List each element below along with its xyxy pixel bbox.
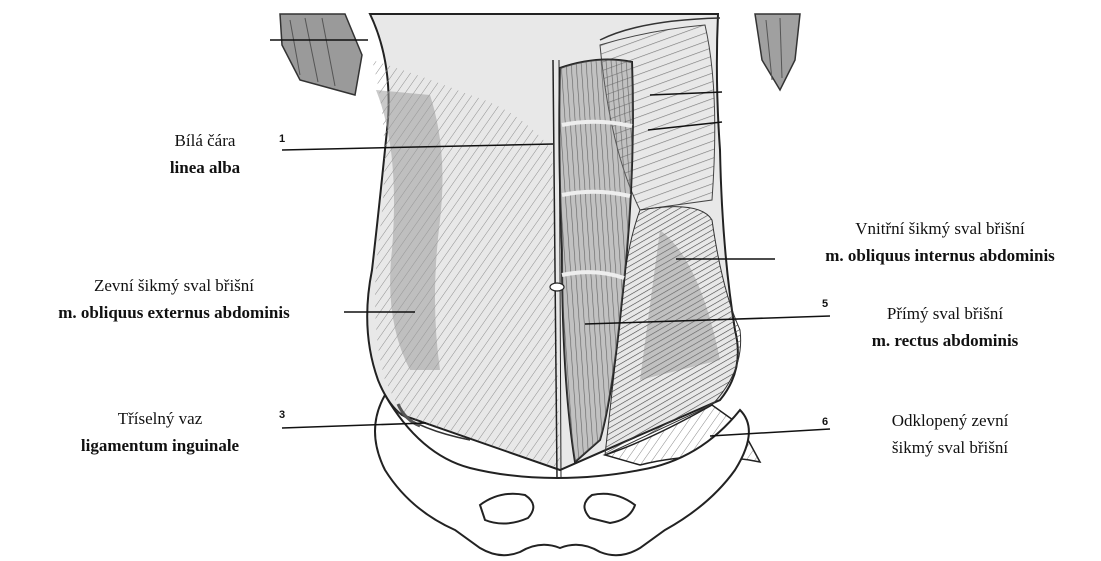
- label-internal-oblique-czech: Vnitřní šikmý sval břišní: [790, 215, 1090, 242]
- label-inguinal-ligament: Tříselný vaz ligamentum inguinale: [40, 405, 280, 459]
- label-internal-oblique-latin: m. obliquus internus abdominis: [790, 242, 1090, 269]
- label-external-oblique: Zevní šikmý sval břišní m. obliquus exte…: [6, 272, 342, 326]
- label-reflected-line1: Odklopený zevní: [835, 407, 1065, 434]
- label-external-oblique-czech: Zevní šikmý sval břišní: [6, 272, 342, 299]
- label-external-oblique-latin: m. obliquus externus abdominis: [6, 299, 342, 326]
- label-linea-alba: Bílá čára linea alba: [135, 127, 275, 181]
- label-inguinal-latin: ligamentum inguinale: [40, 432, 280, 459]
- label-rectus-czech: Přímý sval břišní: [830, 300, 1060, 327]
- label-number-5: 5: [822, 298, 828, 310]
- label-reflected-line2: šikmý sval břišní: [835, 434, 1065, 461]
- label-linea-alba-czech: Bílá čára: [135, 127, 275, 154]
- upper-left-arm: [280, 14, 362, 95]
- label-internal-oblique: Vnitřní šikmý sval břišní m. obliquus in…: [790, 215, 1090, 269]
- label-number-6: 6: [822, 416, 828, 428]
- label-rectus-latin: m. rectus abdominis: [830, 327, 1060, 354]
- label-inguinal-czech: Tříselný vaz: [40, 405, 280, 432]
- label-rectus: Přímý sval břišní m. rectus abdominis: [830, 300, 1060, 354]
- upper-right-arm: [755, 14, 800, 90]
- label-reflected-oblique: Odklopený zevní šikmý sval břišní: [835, 407, 1065, 461]
- label-linea-alba-latin: linea alba: [135, 154, 275, 181]
- label-number-1: 1: [279, 133, 285, 145]
